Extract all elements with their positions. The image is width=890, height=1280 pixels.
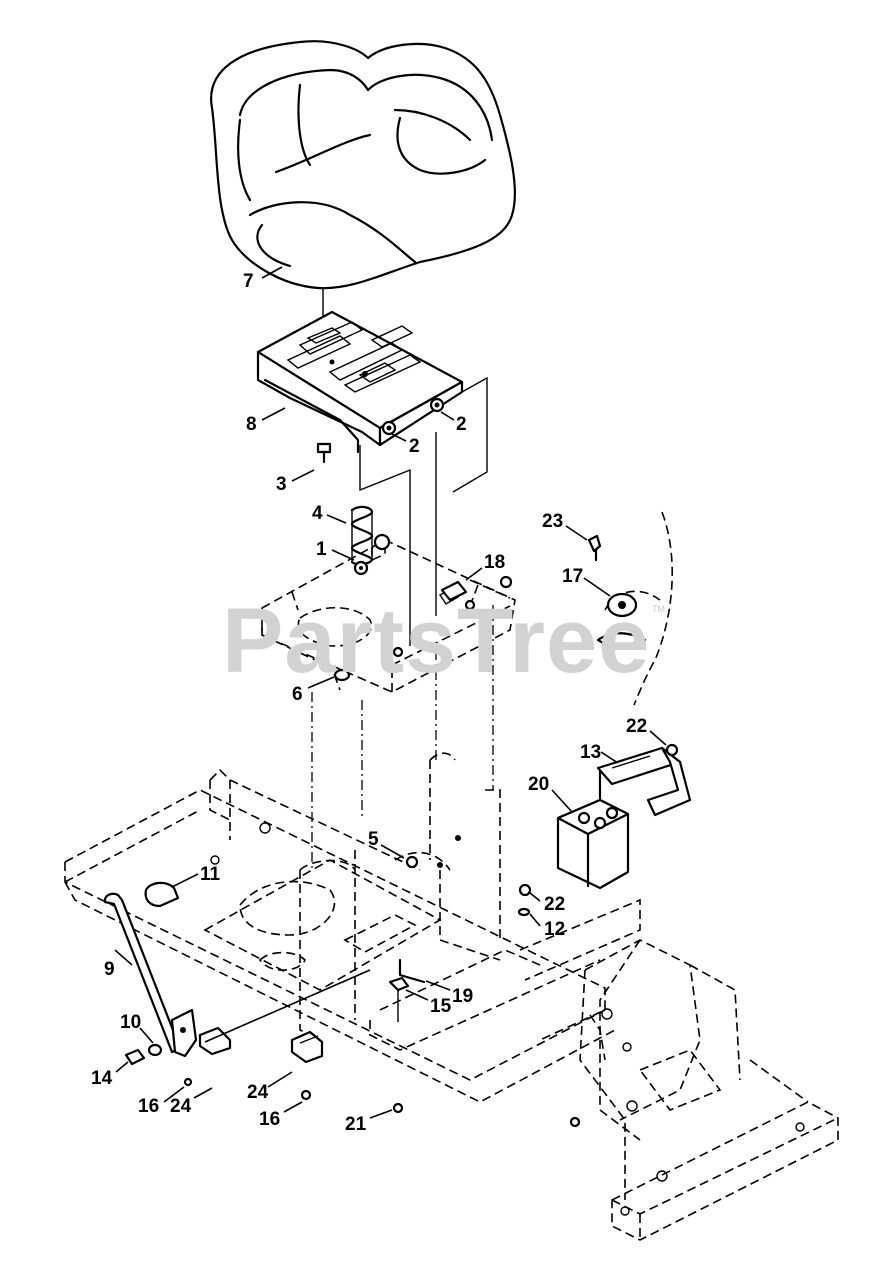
callout-6: 6 <box>292 684 303 705</box>
spring[interactable] <box>350 505 374 566</box>
callout-16-right: 16 <box>259 1109 280 1130</box>
callout-15: 15 <box>430 996 452 1017</box>
callout-3: 3 <box>276 474 287 495</box>
callout-4: 4 <box>312 503 323 524</box>
bolt-5[interactable] <box>405 855 419 869</box>
watermark-text: PartsTree <box>222 590 650 692</box>
screw-16a[interactable] <box>183 1077 193 1087</box>
seat-pan[interactable] <box>256 310 464 454</box>
main-frame <box>64 752 839 1241</box>
washer-12[interactable] <box>517 907 531 917</box>
bumper-24a[interactable] <box>198 1026 232 1056</box>
callout-22-lower: 22 <box>544 894 565 915</box>
screw-16b[interactable] <box>300 1089 312 1101</box>
callout-8: 8 <box>246 414 257 435</box>
plug-17[interactable] <box>606 592 638 618</box>
key-23[interactable] <box>587 534 602 562</box>
battery[interactable] <box>556 798 630 890</box>
callout-23: 23 <box>542 511 563 532</box>
watermark: PartsTree TM <box>222 590 665 692</box>
bracket-18[interactable] <box>440 580 468 602</box>
nut-14[interactable] <box>124 1048 146 1066</box>
rod-9[interactable] <box>103 892 182 1054</box>
nut-22-lower[interactable] <box>518 883 532 897</box>
callout-24-left: 24 <box>170 1096 192 1117</box>
bolt-2-lower[interactable] <box>381 420 397 436</box>
bumper-24b[interactable] <box>290 1030 324 1064</box>
callout-24-right: 24 <box>247 1082 269 1103</box>
bolt-22-upper[interactable] <box>665 743 679 757</box>
callout-9: 9 <box>104 959 115 980</box>
callout-14: 14 <box>91 1068 113 1089</box>
callout-1: 1 <box>316 539 327 560</box>
callout-7: 7 <box>243 271 254 292</box>
bolt-18-side[interactable] <box>464 575 513 611</box>
bolt-2-upper[interactable] <box>429 397 445 413</box>
callout-10: 10 <box>120 1012 141 1033</box>
bolt-1[interactable] <box>353 560 369 576</box>
frame-holes <box>210 822 805 1216</box>
seat[interactable] <box>210 40 516 290</box>
lever-bracket[interactable] <box>170 1008 198 1058</box>
knob-11[interactable] <box>144 881 180 908</box>
screw-21[interactable] <box>392 1102 404 1114</box>
callout-18: 18 <box>484 552 505 573</box>
bolt-3[interactable] <box>316 442 332 464</box>
leader-lines <box>114 266 667 1119</box>
callout-2-upper: 2 <box>456 414 467 435</box>
callout-20: 20 <box>528 774 549 795</box>
callout-19: 19 <box>452 986 473 1007</box>
callout-16-left: 16 <box>138 1096 159 1117</box>
bolt-6[interactable] <box>333 668 351 682</box>
rod-19[interactable] <box>398 958 426 984</box>
battery-holder[interactable] <box>596 746 692 817</box>
clip-15[interactable] <box>388 976 410 1022</box>
callout-2-lower: 2 <box>409 436 420 457</box>
callout-5: 5 <box>368 829 379 850</box>
callout-13: 13 <box>580 742 601 763</box>
callouts: 7 8 2 2 3 4 1 18 23 17 6 22 13 20 5 11 2… <box>91 271 647 1135</box>
watermark-tm: TM <box>652 604 665 614</box>
callout-22-upper: 22 <box>626 716 647 737</box>
callout-12: 12 <box>544 919 565 940</box>
callout-21: 21 <box>345 1114 367 1135</box>
washer-10[interactable] <box>147 1043 163 1057</box>
callout-11: 11 <box>200 864 221 885</box>
callout-17: 17 <box>562 566 583 587</box>
